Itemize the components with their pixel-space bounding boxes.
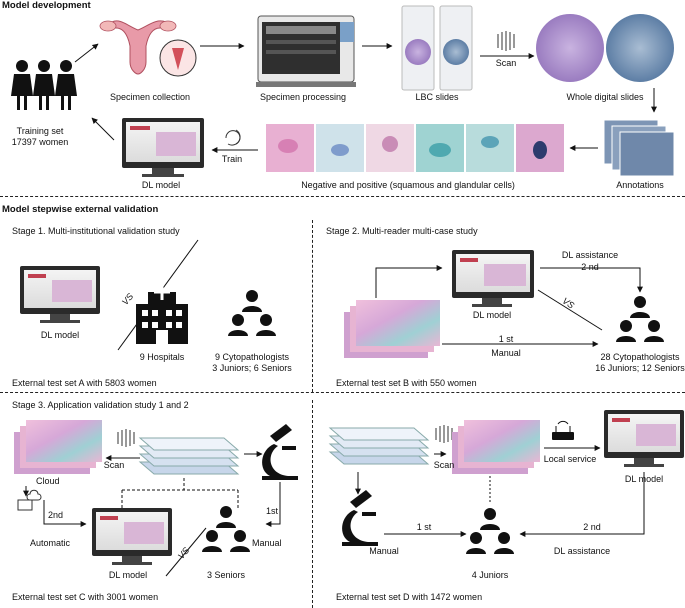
training-count-label: 17397 women: [11, 137, 69, 147]
stage3d-scan-icon: [435, 425, 453, 443]
stage1-monitor: [20, 266, 100, 323]
stage3c-cell-image-stack: [14, 420, 102, 474]
cell-images-strip: [266, 124, 564, 172]
blue-whole-slide: [606, 14, 674, 82]
training-women-icon: [11, 60, 77, 110]
stage1-hospitals-label: 9 Hospitals: [139, 352, 185, 362]
stage2-dl-model-label: DL model: [472, 310, 512, 320]
stage3d-slide-stack: [328, 427, 430, 465]
stage3c-cloud-label: Cloud: [36, 476, 60, 486]
processor-machine-icon: [256, 15, 356, 87]
stage2-manual-label: Manual: [491, 348, 521, 358]
stage2-cell-image-stack: [344, 300, 440, 358]
annotations-label: Annotations: [616, 180, 664, 190]
divider-vertical-1: [312, 220, 313, 392]
stage3c-scan-icon: [117, 429, 135, 447]
router-icon: [552, 420, 574, 440]
stage3c-test-set-label: External test set C with 3001 women: [12, 592, 159, 602]
stage2-dl-assistance-label: DL assistance: [561, 250, 619, 260]
stage3-title: Stage 3. Application validation study 1 …: [12, 400, 189, 410]
stage3d-manual-label: Manual: [369, 546, 399, 556]
stage3d-dl-assistance-label: DL assistance: [553, 546, 611, 556]
stage3d-dl-model-label: DL model: [624, 474, 664, 484]
stage3c-microscope-icon: [262, 424, 298, 480]
divider-1: [0, 196, 685, 197]
stage3d-monitor: [604, 410, 684, 467]
stage1-title: Stage 1. Multi-institutional validation …: [12, 226, 180, 236]
stage1-breakdown-label: 3 Juniors; 6 Seniors: [212, 363, 292, 373]
model-development-title: Model development: [2, 0, 91, 11]
stage3c-slide-stack: [138, 437, 240, 475]
stage1-cytopathologists-icon: [228, 290, 276, 336]
stage3d-test-set-label: External test set D with 1472 women: [336, 592, 483, 602]
training-set-label: Training set: [16, 126, 64, 136]
stage2-second-label: 2 nd: [581, 262, 599, 272]
stage3d-scan-label: Scan: [433, 460, 455, 470]
stage2-cytopathologists-icon: [616, 296, 664, 342]
cloud-computer-icon: [17, 489, 42, 511]
stage1-dl-model-label: DL model: [40, 330, 80, 340]
stage3c-first-label: 1st: [266, 506, 279, 516]
stage3c-automatic-label: Automatic: [30, 538, 71, 548]
stage3c-dl-model-label: DL model: [108, 570, 148, 580]
scan-icon: [497, 31, 515, 51]
train-label: Train: [221, 154, 243, 164]
purple-whole-slide: [536, 14, 604, 82]
stage3d-cell-image-stack: [452, 420, 540, 474]
divider-2: [0, 392, 685, 393]
lbc-slides-label: LBC slides: [415, 92, 459, 102]
stage3c-scan-label: Scan: [103, 460, 125, 470]
hospital-icon: [136, 284, 188, 344]
stage1-cytopathologists-label: 9 Cytopathologists: [214, 352, 290, 362]
stage3c-seniors-label: 3 Seniors: [206, 570, 246, 580]
dev-dl-model-label: DL model: [141, 180, 181, 190]
specimen-collection-label: Specimen collection: [109, 92, 191, 102]
lbc-slides-icon: [401, 5, 473, 91]
stage3d-second-label: 2 nd: [583, 522, 601, 532]
stage3d-first-label: 1 st: [416, 522, 432, 532]
divider-vertical-2: [312, 400, 313, 608]
stage3d-microscope-icon: [342, 490, 378, 546]
stage2-title: Stage 2. Multi-reader multi-case study: [326, 226, 478, 236]
specimen-processing-label: Specimen processing: [259, 92, 347, 102]
whole-slides-label: Whole digital slides: [566, 92, 644, 102]
train-cycle-icon: [225, 129, 241, 146]
dl-model-monitor-dev: [122, 118, 204, 177]
stage3c-manual-label: Manual: [252, 538, 282, 548]
stage3c-second-label: 2nd: [48, 510, 64, 520]
stage3c-monitor: [92, 508, 172, 565]
stage3d-juniors-icon: [466, 508, 514, 554]
stage2-cytopathologists-label: 28 Cytopathologists: [600, 352, 680, 362]
stage2-monitor: [452, 250, 534, 307]
stage2-test-set-label: External test set B with 550 women: [336, 378, 477, 388]
stage3c-seniors-icon: [202, 506, 250, 552]
scan-label: Scan: [495, 58, 517, 68]
stage2-breakdown-label: 16 Juniors; 12 Seniors: [595, 363, 685, 373]
stage3d-local-service-label: Local service: [543, 454, 597, 464]
stage1-test-set-label: External test set A with 5803 women: [12, 378, 157, 388]
stage3d-juniors-label: 4 Juniors: [471, 570, 509, 580]
stage2-first-label: 1 st: [498, 334, 514, 344]
cells-caption: Negative and positive (squamous and glan…: [301, 180, 515, 190]
stepwise-validation-title: Model stepwise external validation: [2, 204, 159, 215]
annotations-stack: [603, 119, 675, 177]
uterus-icon: [99, 20, 197, 77]
